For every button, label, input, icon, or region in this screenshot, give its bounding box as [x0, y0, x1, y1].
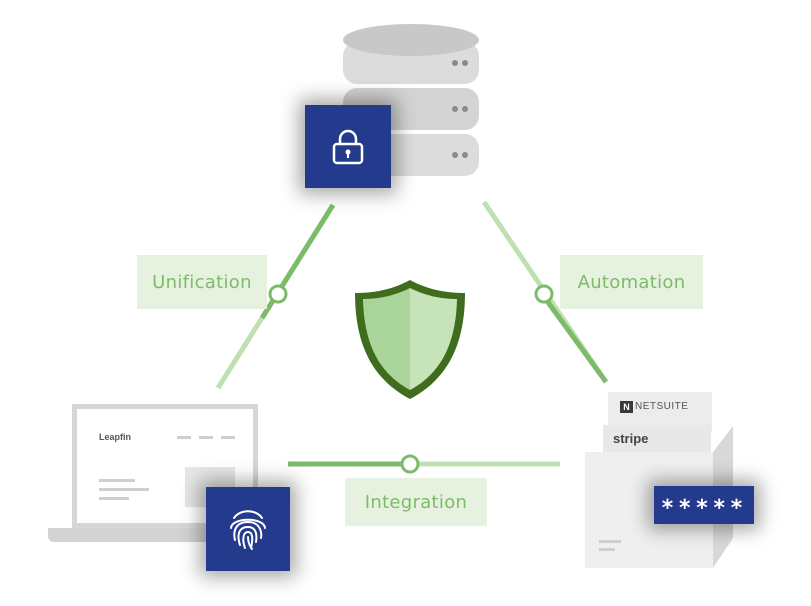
box-label-line-1	[599, 540, 621, 543]
laptop-brand: Leapfin	[99, 432, 132, 442]
connector-node-integration	[400, 454, 420, 474]
laptop-nav-line-3	[221, 436, 235, 439]
fingerprint-tile	[206, 487, 290, 571]
connector-automation-highlight	[539, 292, 609, 384]
laptop-text-line-1	[99, 479, 135, 482]
laptop-nav-line-1	[177, 436, 191, 439]
box-icon: N NETSUITE stripe	[585, 392, 745, 570]
laptop-text-line-2	[99, 488, 149, 491]
laptop-nav-line-2	[199, 436, 213, 439]
laptop-text-line-3	[99, 497, 129, 500]
password-mask: *****	[660, 495, 748, 521]
stripe-label: stripe	[613, 431, 649, 446]
label-integration: Integration	[345, 478, 487, 526]
fingerprint-icon	[230, 510, 266, 550]
password-tile: *****	[654, 486, 754, 524]
connector-node-unification	[268, 284, 288, 304]
lock-icon	[332, 129, 364, 164]
connector-node-automation	[534, 284, 554, 304]
label-automation: Automation	[560, 255, 703, 309]
netsuite-label: NETSUITE	[635, 401, 689, 412]
label-unification: Unification	[137, 255, 267, 309]
box-label-line-2	[599, 548, 615, 551]
netsuite-logo-icon: N	[620, 401, 633, 413]
lock-tile	[305, 105, 391, 188]
shield-icon	[352, 277, 468, 403]
